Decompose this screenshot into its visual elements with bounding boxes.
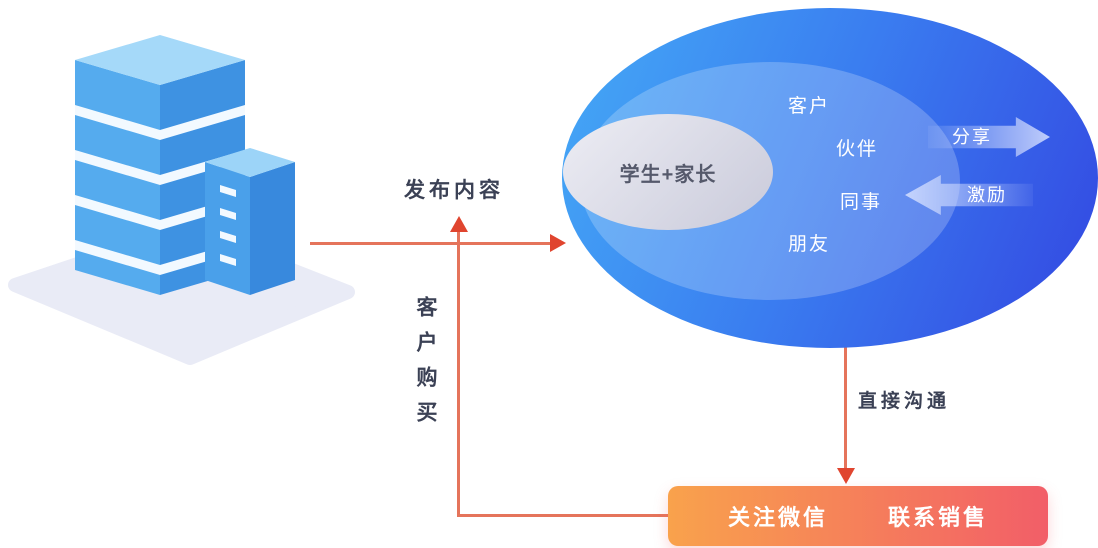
direct-communication-label: 直接沟通 — [858, 391, 951, 412]
ring-label-partners: 伙伴 — [836, 139, 879, 160]
purchase-return-line — [457, 514, 670, 517]
arrowhead-right-icon — [550, 234, 566, 252]
contact-sales-button[interactable]: 联系销售 — [887, 505, 988, 530]
incentive-label: 激励 — [967, 185, 1007, 205]
building-small-side-face — [250, 162, 295, 295]
ring-label-friends: 朋友 — [788, 234, 831, 255]
building-small-windows — [220, 185, 236, 266]
core-audience-ellipse: 学生+家长 — [563, 114, 773, 230]
core-audience-label: 学生+家长 — [619, 163, 717, 186]
ring-label-colleagues: 同事 — [840, 192, 883, 213]
customer-purchase-label: 客户购买 — [414, 296, 437, 436]
share-label: 分享 — [952, 127, 992, 147]
publish-flow-line — [310, 242, 558, 245]
ring-label-customers: 客户 — [788, 96, 831, 117]
building-small-front-face — [205, 162, 250, 295]
arrowhead-up-icon — [450, 216, 468, 232]
purchase-flow-line — [457, 230, 460, 516]
buildings-illustration — [8, 35, 355, 365]
publish-content-label: 发布内容 — [404, 179, 504, 202]
communication-flow-line — [844, 347, 847, 475]
building-large-roof — [75, 35, 245, 85]
cta-bar: 关注微信 联系销售 — [668, 486, 1048, 546]
building-small-roof — [205, 148, 295, 177]
arrowhead-down-icon — [837, 468, 855, 484]
follow-wechat-button[interactable]: 关注微信 — [727, 505, 828, 530]
